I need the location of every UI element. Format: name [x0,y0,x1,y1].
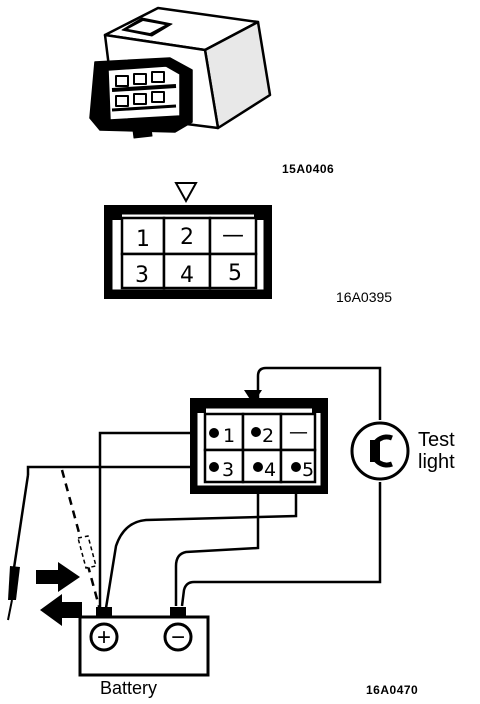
wire-testlight [180,482,382,607]
test-light-bulb-icon [350,421,410,481]
wire-pin1 [98,431,212,612]
test-pin-label: 3 [222,459,234,481]
arrow-left-icon [40,594,82,626]
connector-figure-code: 16A0395 [336,289,392,305]
relay-illustration [89,6,272,139]
test-pin-label: 1 [223,425,235,447]
connector-pin-label: — [222,223,244,248]
test-light-label-line2: light [418,451,455,473]
battery-negative-label: − [171,624,185,651]
probe-icon [7,469,102,621]
connector-pin-label: 4 [180,263,194,288]
test-light-label-line1: Test [418,429,455,451]
test-pin-label: 5 [302,459,314,481]
connector-pinout: 1 2 — 3 4 5 [104,182,272,299]
key-triangle-icon [174,182,198,204]
battery: + − [78,607,210,677]
wire-pin5 [104,467,298,609]
test-pin-label: — [289,421,308,443]
test-figure-code: 16A0470 [366,683,418,697]
wire-pin4 [174,467,260,606]
test-circuit: 1 2 — 3 4 5 Test light [7,366,455,698]
test-pin-label: 4 [264,459,276,481]
arrow-right-icon [36,562,80,592]
negative-terminal-icon: − [163,622,193,652]
connector-pin-label: 3 [135,263,149,288]
positive-terminal-icon: + [89,622,119,652]
battery-label: Battery [100,678,157,698]
wire-pin3 [26,465,214,475]
relay-figure-code: 15A0406 [282,162,334,176]
test-pin-label: 2 [262,425,274,447]
connector-pin-label: 1 [136,227,150,252]
connector-pin-label: 2 [180,225,194,250]
connector-pin-label: 5 [228,261,242,286]
battery-positive-label: + [97,624,111,651]
wire-pin2 [256,366,382,432]
